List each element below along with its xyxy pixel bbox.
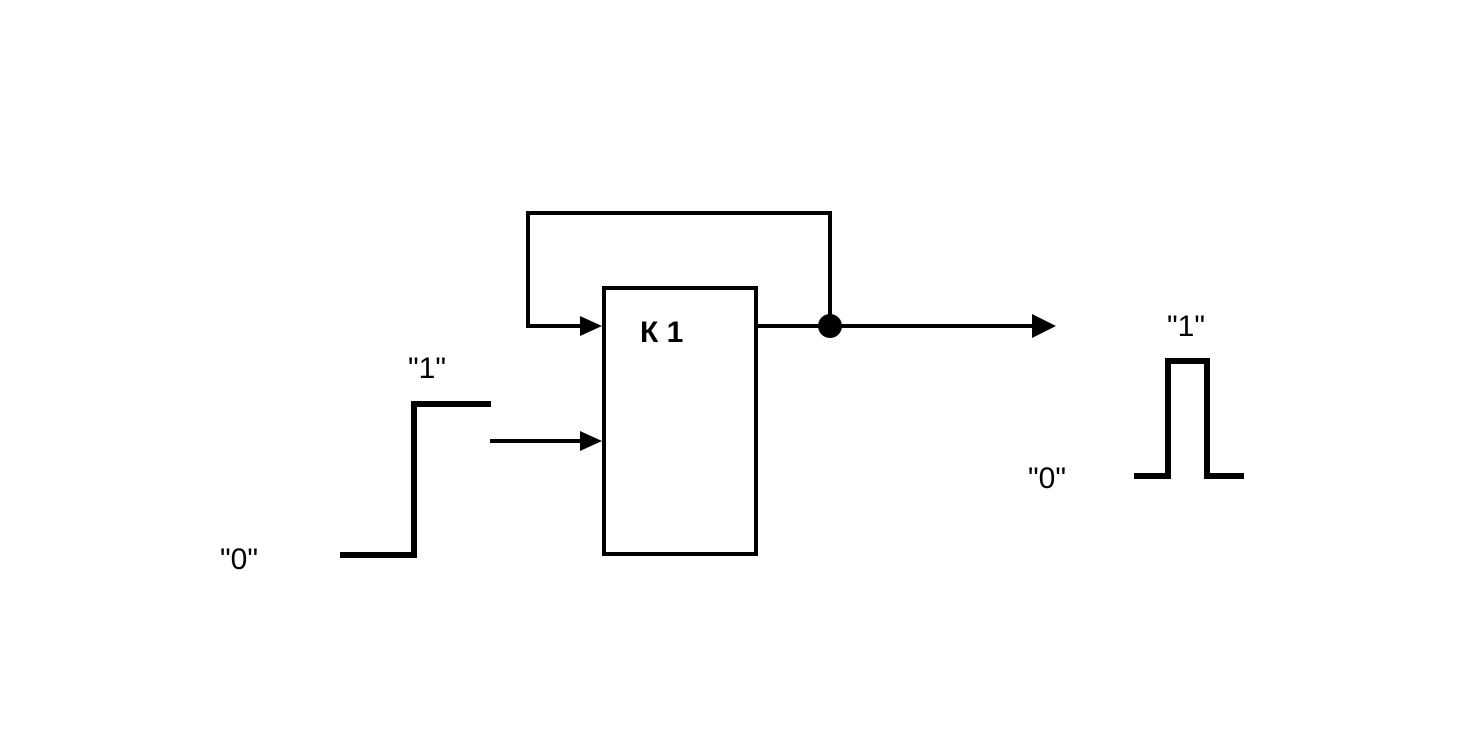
logic-block-label: К 1	[640, 316, 683, 349]
logic-block	[602, 286, 758, 556]
feedback-input-arrow	[580, 316, 602, 336]
junction-node	[818, 314, 842, 338]
output-pulse-waveform	[1134, 358, 1244, 479]
output-low-label: "0"	[1028, 462, 1066, 495]
output-arrow	[1032, 314, 1056, 338]
signal-input-arrow	[580, 431, 602, 451]
input-low-label: "0"	[220, 543, 258, 576]
output-high-label: "1"	[1167, 310, 1205, 343]
feedback-wire	[526, 211, 832, 328]
input-step-waveform	[340, 401, 491, 558]
input-high-label: "1"	[408, 352, 446, 385]
